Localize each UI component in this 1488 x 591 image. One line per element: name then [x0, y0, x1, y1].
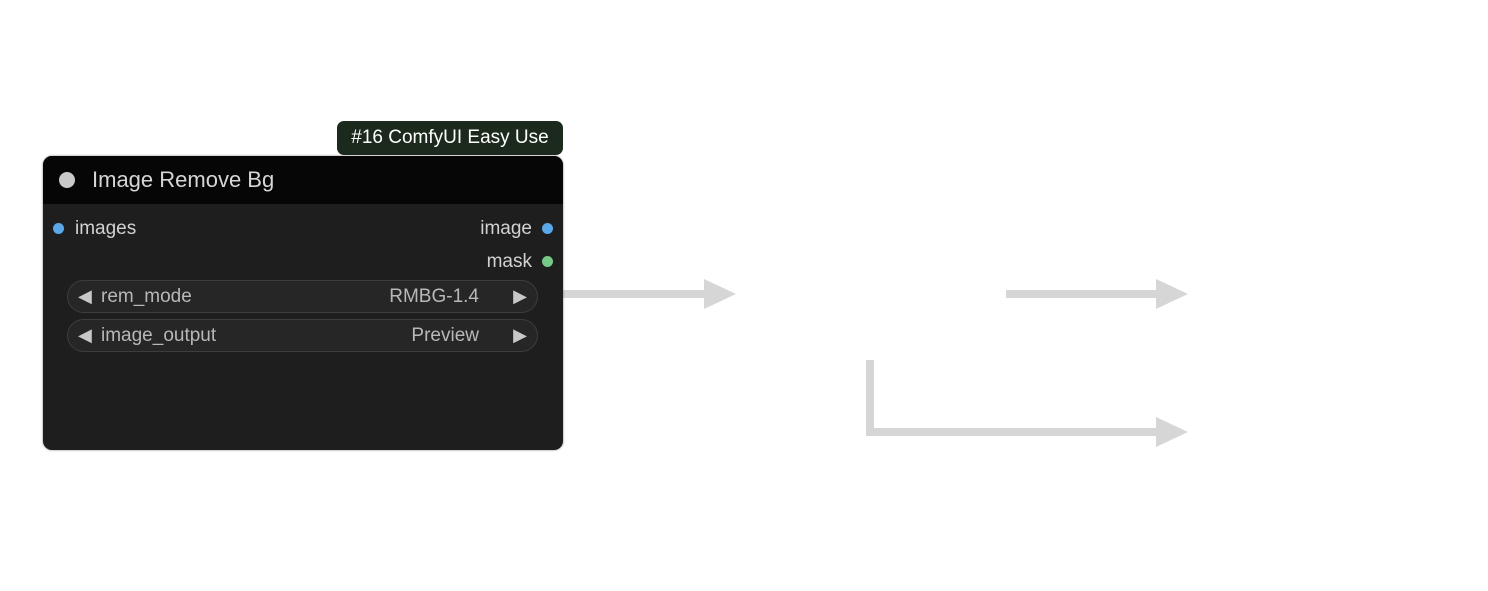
- image-remove-bg-node[interactable]: Image Remove Bg images image mask ◀ rem_…: [43, 156, 563, 450]
- image-output-value: Preview: [411, 325, 479, 346]
- node-source-badge: #16 ComfyUI Easy Use: [337, 121, 563, 155]
- rem-mode-increment-icon[interactable]: ▶: [513, 286, 527, 306]
- image-output-label: image_output: [101, 325, 217, 346]
- rem-mode-combo[interactable]: ◀ rem_mode RMBG-1.4 ▶: [67, 280, 538, 313]
- image-output-label: image: [480, 218, 532, 239]
- node-header[interactable]: Image Remove Bg: [43, 156, 563, 204]
- arrow-head-1: [704, 279, 736, 309]
- arrow-shaft-2: [1006, 290, 1160, 298]
- image-output-increment-icon[interactable]: ▶: [513, 325, 527, 345]
- images-input-label: images: [75, 218, 137, 239]
- rem-mode-value: RMBG-1.4: [389, 286, 479, 307]
- arrow-head-2: [1156, 279, 1188, 309]
- mask-output-label: mask: [486, 251, 532, 272]
- image-output-slot-icon[interactable]: [542, 223, 553, 234]
- arrow-shaft-1: [563, 290, 708, 298]
- arrow-head-3: [1156, 417, 1188, 447]
- node-title: Image Remove Bg: [92, 167, 275, 192]
- arrow-shaft-3: [866, 428, 1160, 436]
- arrow-elbow-vertical: [866, 360, 874, 436]
- rem-mode-label: rem_mode: [101, 286, 192, 307]
- images-input-slot-icon[interactable]: [53, 223, 64, 234]
- image-output-decrement-icon[interactable]: ◀: [78, 325, 92, 345]
- rem-mode-decrement-icon[interactable]: ◀: [78, 286, 92, 306]
- collapse-dot-icon[interactable]: [59, 172, 75, 188]
- image-output-combo[interactable]: ◀ image_output Preview ▶: [67, 319, 538, 352]
- mask-output-slot-icon[interactable]: [542, 256, 553, 267]
